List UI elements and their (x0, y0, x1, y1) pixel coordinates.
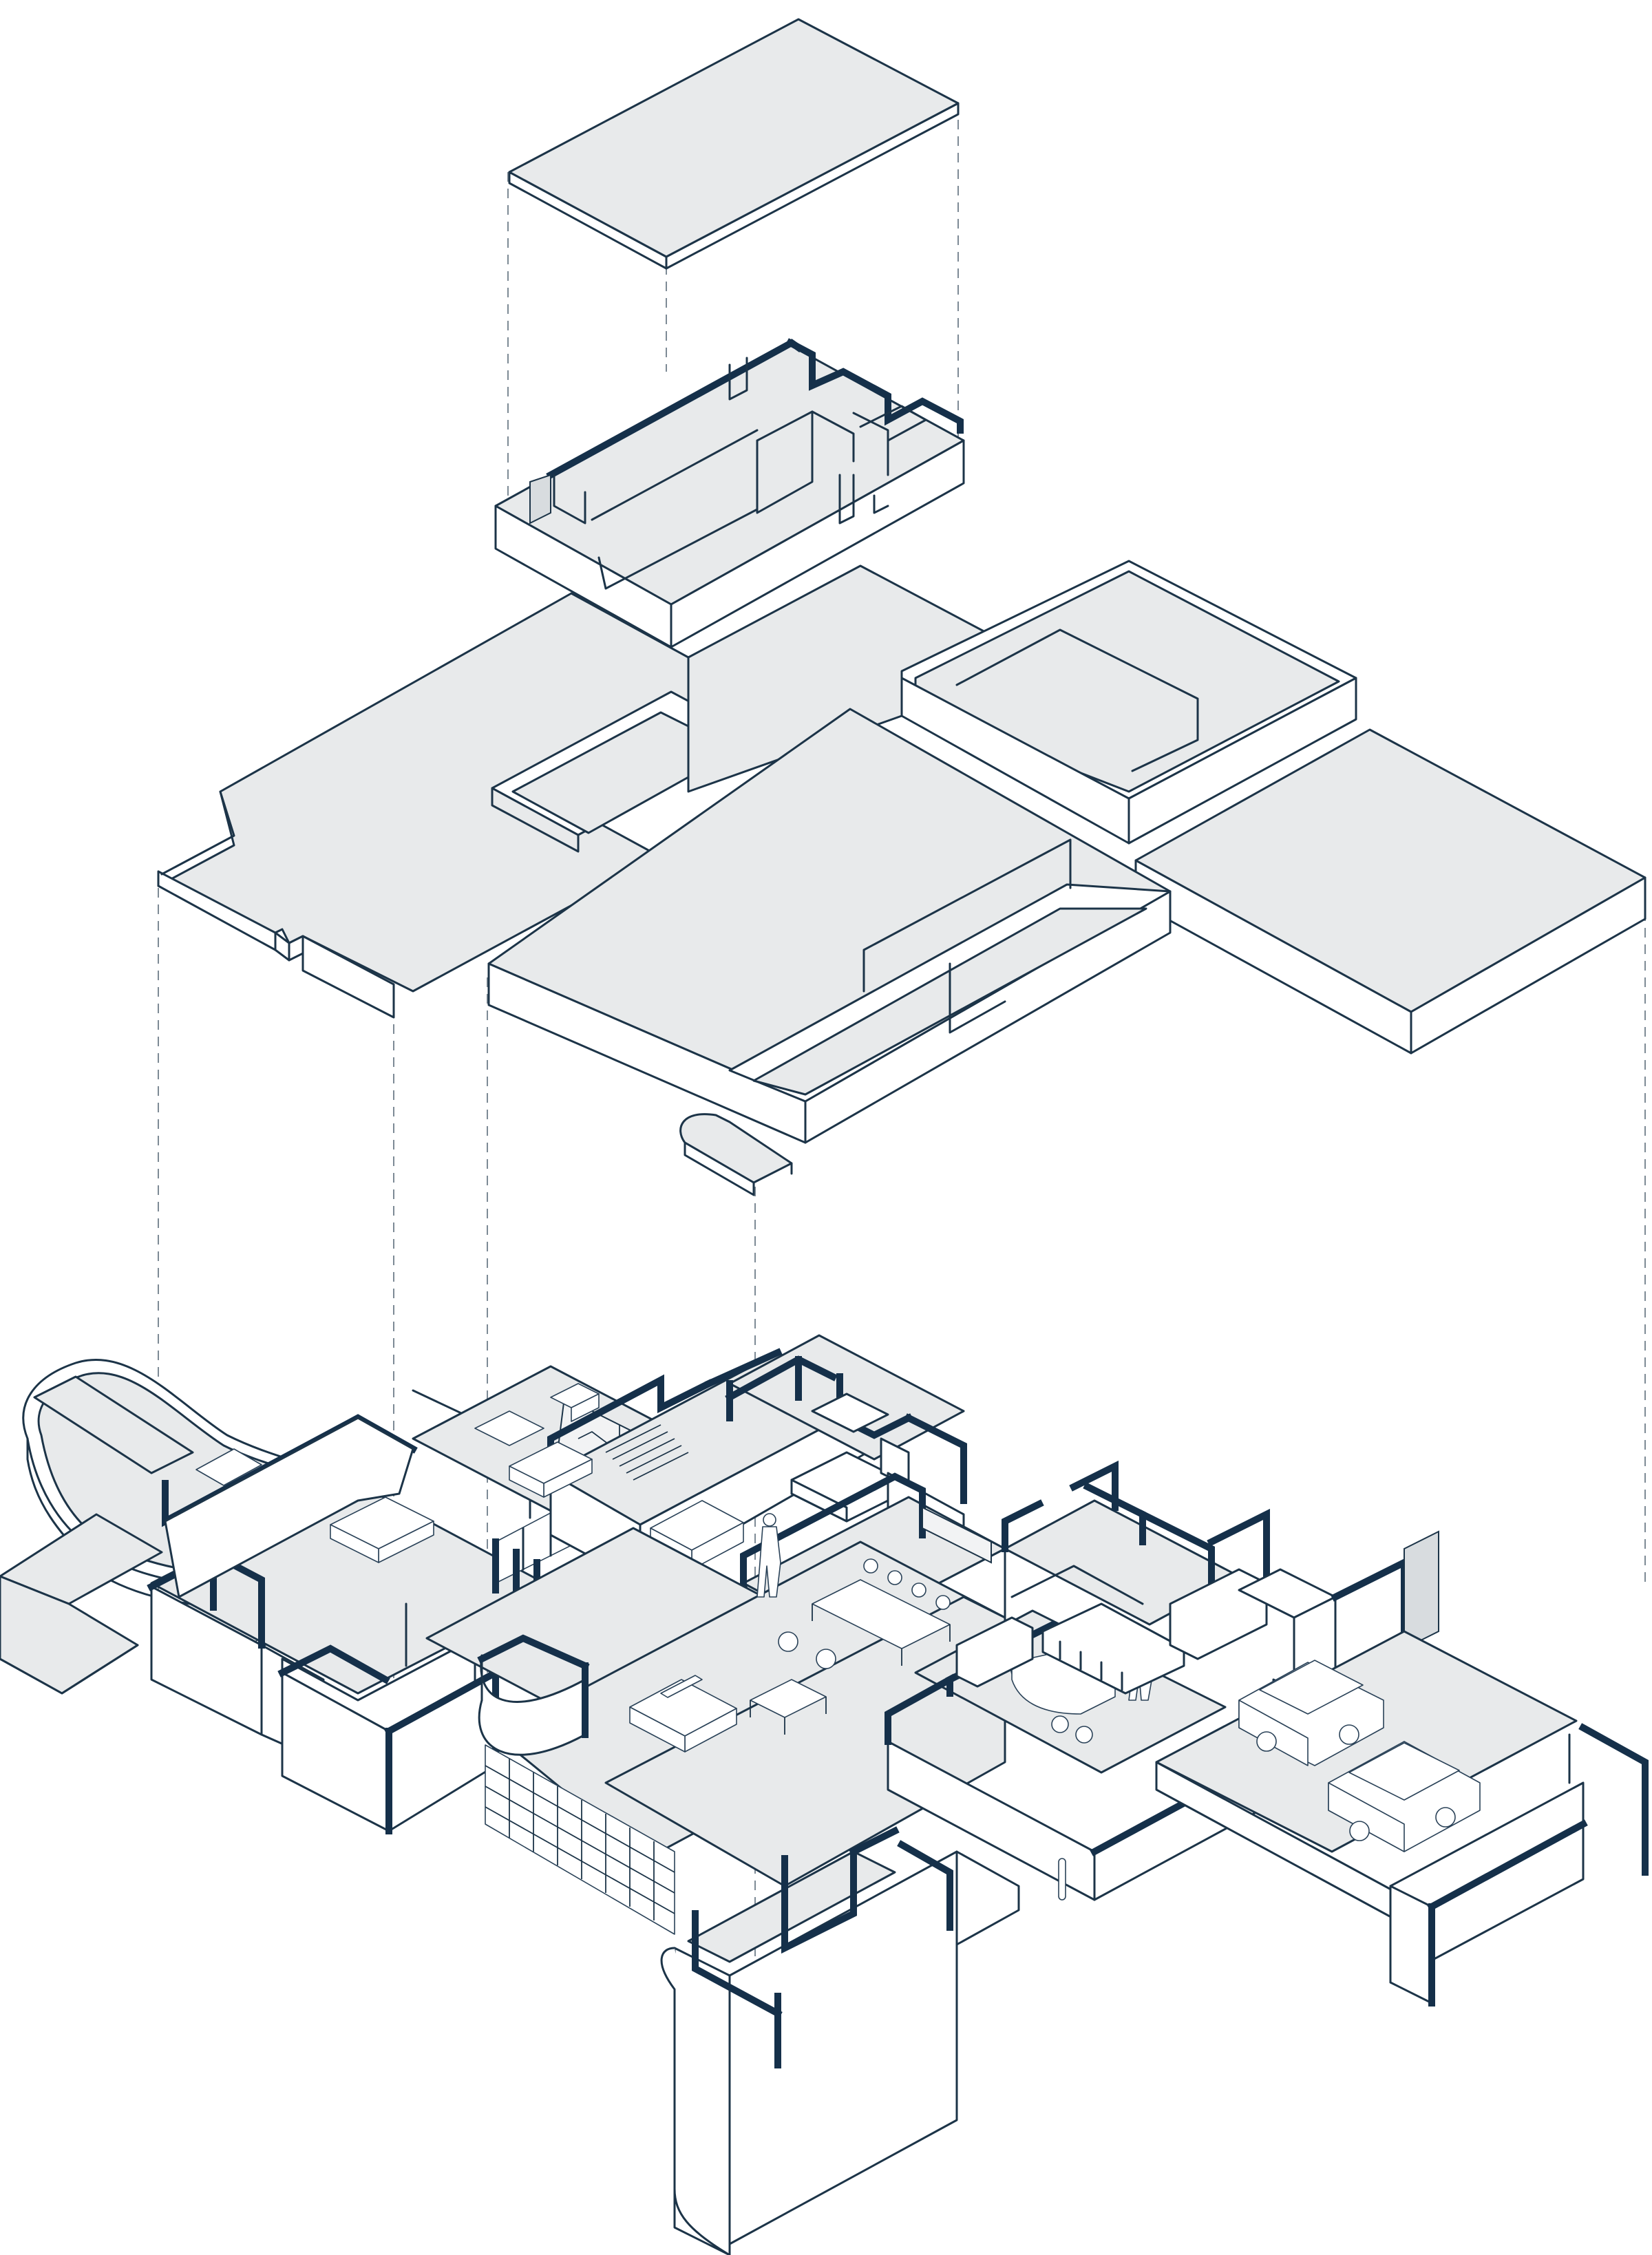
living-room (629, 1513, 951, 1753)
upper-floor-walls (546, 338, 964, 590)
bar-stool-icon (1051, 1715, 1093, 1744)
sofa-icon (509, 1441, 593, 1498)
armchair-icon (550, 1383, 600, 1422)
bed-icon (330, 1496, 434, 1563)
standing-person-icon (756, 1513, 781, 1598)
roof-slab-level (157, 560, 1646, 1196)
dining-table-icon (812, 1579, 951, 1666)
glass-block-wall (485, 1744, 675, 1935)
stair-icon (605, 1424, 689, 1481)
bollard-icon (1058, 1858, 1066, 1901)
chair-icon (778, 1558, 951, 1669)
upper-floor-level (494, 338, 965, 648)
ground-floor-level (0, 1334, 1649, 2255)
coffee-table-icon (474, 1410, 544, 1446)
sofa-icon (629, 1675, 737, 1753)
car-icon (1328, 1741, 1481, 1852)
roof-level (508, 18, 960, 270)
car-icon (1238, 1660, 1384, 1766)
coffee-table-icon (750, 1679, 827, 1735)
